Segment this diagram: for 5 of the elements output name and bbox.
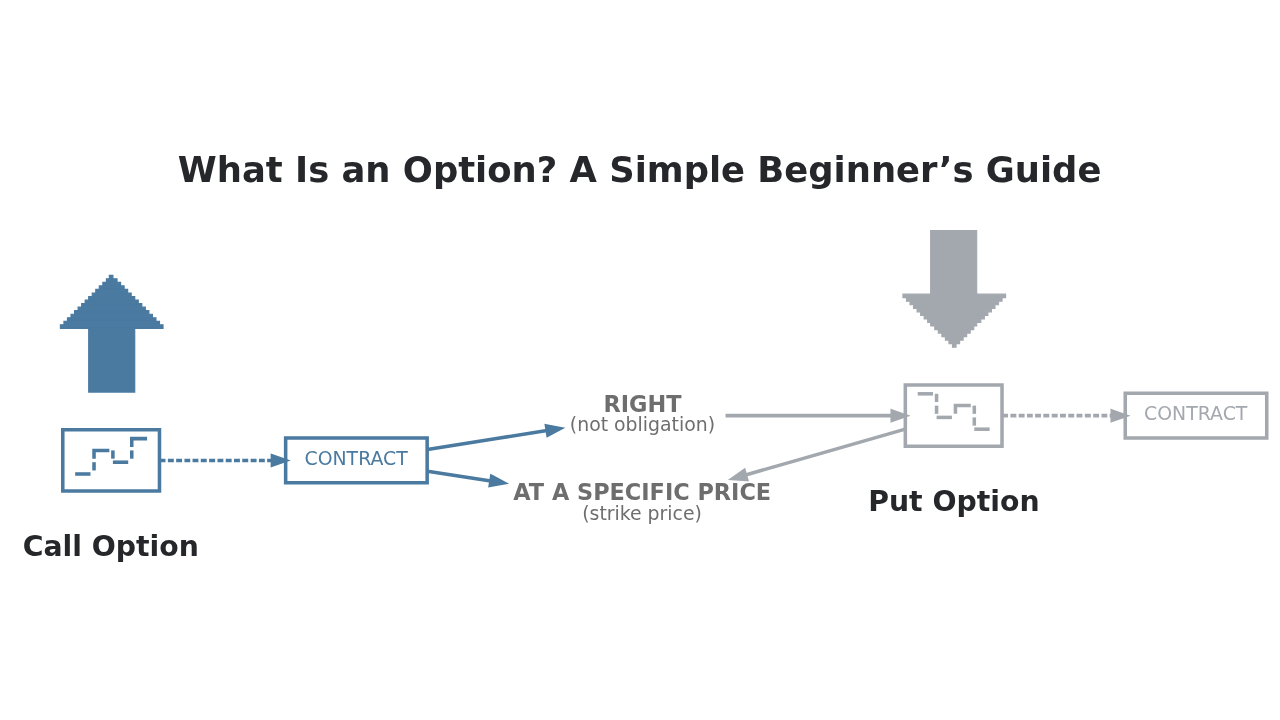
node-text: RIGHT (not obligation) [569,390,716,435]
diagram-title: What Is an Option? A Simple Beginner’s Guide [177,148,1102,190]
label: Call Option [22,529,199,563]
label: Put Option [868,484,1040,518]
node-text: AT A SPECIFIC PRICE (strike price) [513,478,772,524]
